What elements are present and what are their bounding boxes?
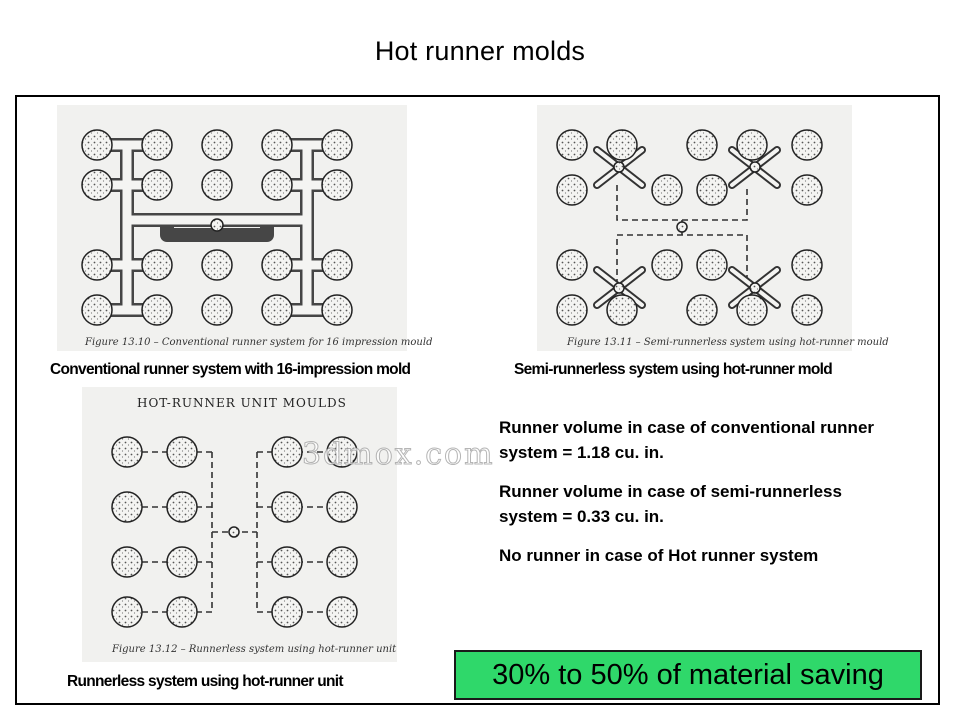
caption-semi-runnerless: Semi-runnerless system using hot-runner … — [514, 361, 833, 378]
runner-volume-notes: Runner volume in case of conventional ru… — [499, 415, 899, 582]
caption-conventional: Conventional runner system with 16-impre… — [50, 361, 411, 378]
semi-runnerless-diagram: Figure 13.11 – Semi-runnerless system us… — [556, 129, 889, 348]
conventional-runner-diagram: Figure 13.10 – Conventional runner syste… — [81, 129, 432, 348]
figure-label-runnerless: Figure 13.12 – Runnerless system using h… — [111, 644, 397, 655]
note-semi-runnerless-volume: Runner volume in case of semi-runnerless… — [499, 482, 842, 526]
content-frame: Figure 13.10 – Conventional runner syste… — [15, 95, 940, 705]
figure-heading-runnerless: HOT-RUNNER UNIT MOULDS — [137, 396, 347, 410]
caption-runnerless: Runnerless system using hot-runner unit — [67, 673, 344, 690]
note-hot-runner: No runner in case of Hot runner system — [499, 546, 819, 565]
figure-runnerless: HOT-RUNNER UNIT MOULDS Figure 13.12 – Ru… — [82, 387, 397, 662]
figure-conventional-runner: Figure 13.10 – Conventional runner syste… — [57, 105, 432, 351]
material-saving-highlight: 30% to 50% of material saving — [454, 650, 922, 700]
figure-label-conventional: Figure 13.10 – Conventional runner syste… — [84, 337, 432, 348]
note-conventional-volume: Runner volume in case of conventional ru… — [499, 418, 875, 462]
figure-semi-runnerless: Figure 13.11 – Semi-runnerless system us… — [537, 105, 889, 351]
slide-title: Hot runner molds — [374, 36, 586, 66]
runnerless-diagram: HOT-RUNNER UNIT MOULDS Figure 13.12 – Ru… — [111, 396, 397, 655]
figure-label-semi: Figure 13.11 – Semi-runnerless system us… — [566, 337, 889, 348]
